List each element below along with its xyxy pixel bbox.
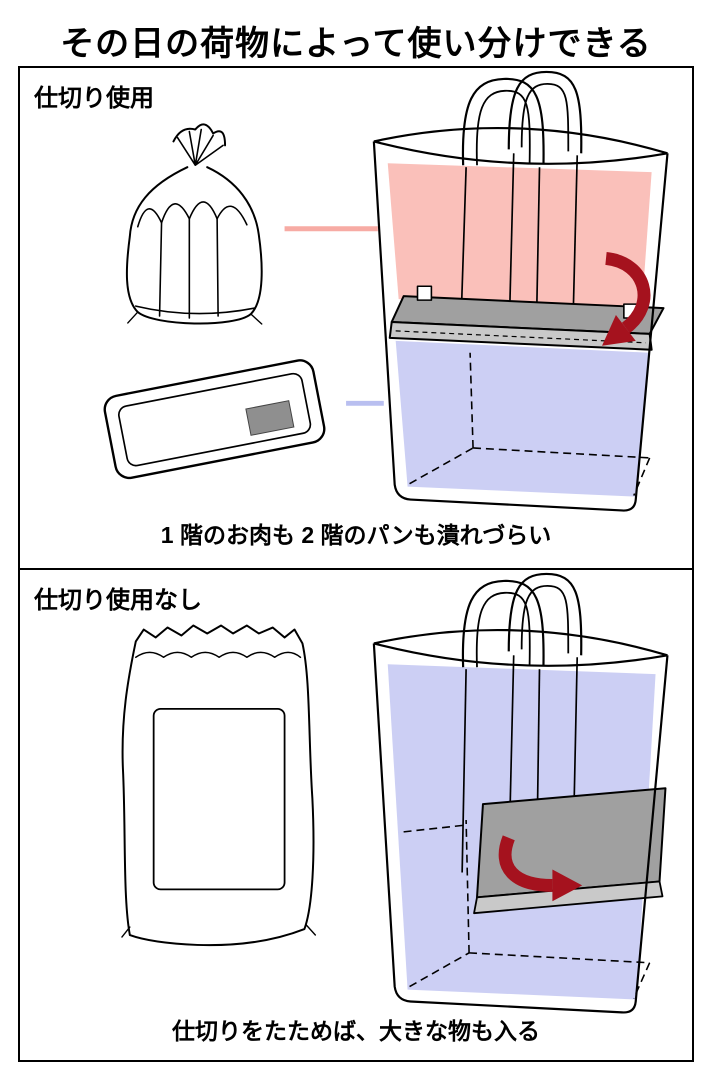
front-handle-inner bbox=[475, 89, 531, 166]
lower-compartment-blue bbox=[395, 340, 650, 497]
panel1-illustration bbox=[103, 70, 669, 512]
rotate-arrow-icon bbox=[602, 252, 651, 346]
panel1-caption: 1 階のお肉も 2 階のパンも潰れづらい bbox=[160, 522, 552, 548]
tote-bag-divider-folded bbox=[372, 572, 669, 1014]
panel2-label: 仕切り使用なし bbox=[34, 587, 202, 614]
front-handle-inner bbox=[475, 591, 531, 668]
tote-bag-with-divider bbox=[372, 70, 669, 512]
fold-arrow-icon bbox=[498, 835, 583, 902]
divider-folded bbox=[473, 787, 667, 915]
bag-outline bbox=[372, 572, 669, 1014]
tray-label bbox=[245, 400, 295, 436]
meat-tray-icon bbox=[103, 359, 326, 480]
divider-flap bbox=[473, 880, 664, 915]
divider-front-strip bbox=[388, 320, 653, 351]
divider-shelf bbox=[388, 285, 665, 351]
divider-hook-left bbox=[416, 285, 433, 301]
page-title: その日の荷物によって使い分けできる bbox=[60, 25, 652, 63]
front-handle-outer bbox=[461, 77, 545, 166]
back-handle-outer bbox=[507, 572, 583, 656]
back-handle-outer bbox=[507, 70, 583, 154]
panel-with-divider: 仕切り使用 bbox=[18, 66, 694, 570]
front-handle-outer bbox=[461, 579, 545, 668]
back-handle-inner bbox=[520, 584, 570, 654]
handle-strap-lines bbox=[460, 153, 579, 321]
panel1-label: 仕切り使用 bbox=[34, 85, 154, 112]
panel2-caption: 仕切りをたためば、大きな物も入る bbox=[172, 1018, 540, 1044]
panel2-illustration bbox=[121, 572, 669, 1014]
bag-outline bbox=[372, 70, 669, 512]
large-bag-icon bbox=[121, 624, 317, 947]
divider-stitch-line bbox=[395, 330, 646, 344]
back-handle-inner bbox=[520, 82, 570, 152]
interior-dashed-lines bbox=[409, 352, 651, 496]
panel-without-divider: 仕切り使用なし bbox=[18, 568, 694, 1062]
upper-compartment-pink bbox=[387, 163, 652, 311]
bag-window bbox=[152, 707, 286, 891]
bread-bag-icon bbox=[125, 123, 263, 325]
